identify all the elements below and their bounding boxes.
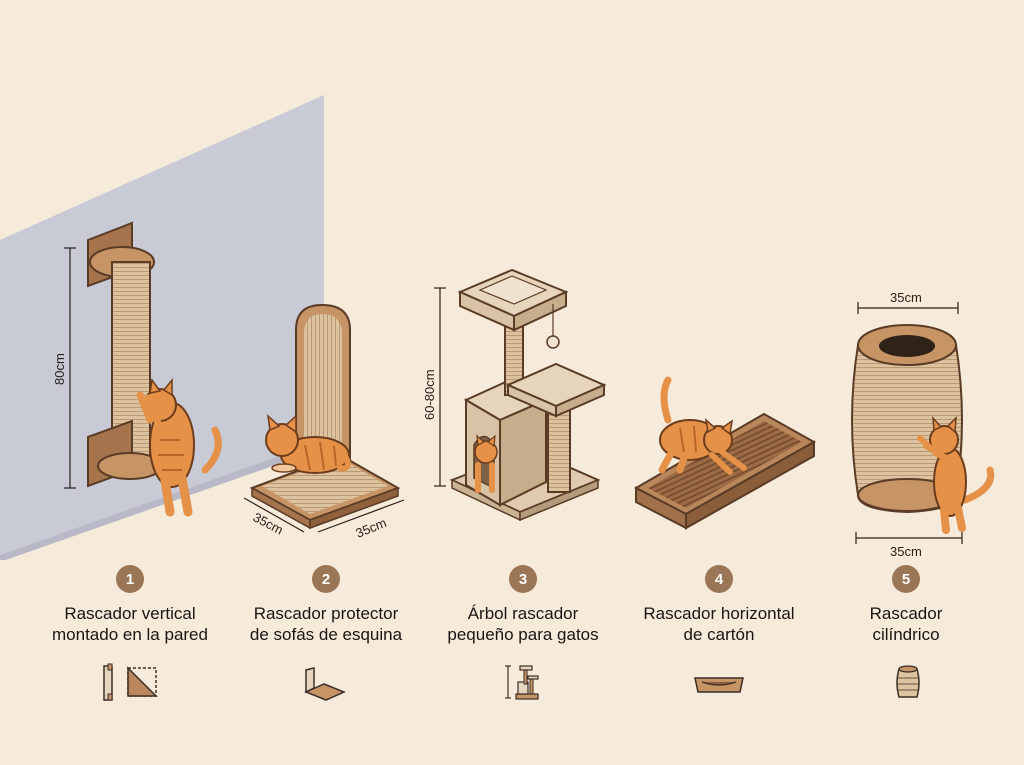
- dim-tree-height-label: 60-80cm: [422, 369, 437, 420]
- label-item-5: Rascador cilíndrico: [811, 603, 1001, 645]
- corner-scratcher: [249, 303, 401, 530]
- cat-in-house: [474, 434, 498, 493]
- floor-shadow: [0, 440, 324, 560]
- wall-scratcher: [87, 221, 163, 488]
- dim-tree-height: 60-80cm: [422, 287, 446, 487]
- label-item-5-line1: Rascador: [869, 604, 943, 623]
- dim-corner-width-label: 35cm: [251, 509, 286, 537]
- badge-5: 5: [892, 565, 920, 593]
- dim-cylinder-bottom-label: 35cm: [890, 544, 922, 559]
- dim-cylinder-top-label: 35cm: [890, 290, 922, 305]
- dim-corner-depth-label: 35cm: [354, 515, 389, 541]
- label-item-2-line1: Rascador protector: [253, 604, 399, 623]
- dim-cylinder: 35cm 35cm: [855, 290, 963, 559]
- badge-4: 4: [705, 565, 733, 593]
- cat-tree: [449, 268, 607, 522]
- label-item-2: Rascador protector de sofás de esquina: [231, 603, 421, 645]
- wall-mount-icon: [103, 663, 158, 701]
- label-item-1-line2: montado en la pared: [52, 625, 208, 644]
- dim-wall-height-label: 80cm: [52, 353, 67, 385]
- label-item-3: Árbol rascador pequeño para gatos: [428, 603, 618, 645]
- label-item-3-line1: Árbol rascador: [467, 604, 579, 623]
- corner-protector-icon: [304, 667, 346, 701]
- cat-tree-icon: [505, 665, 539, 700]
- label-item-5-line2: cilíndrico: [872, 625, 940, 644]
- barrel-icon: [896, 665, 920, 698]
- cylinder-scratcher: [851, 324, 963, 514]
- cat-lying-corner: [265, 414, 351, 474]
- illustration-stage: 80cm 35cm 35cm: [0, 95, 995, 560]
- label-item-4: Rascador horizontal de cartón: [624, 603, 814, 645]
- cat-stretching: [658, 376, 747, 475]
- label-item-1-line1: Rascador vertical: [64, 604, 196, 623]
- cat-climbing-wall: [136, 377, 222, 517]
- cat-scratching-cylinder: [917, 415, 995, 534]
- label-item-4-line1: Rascador horizontal: [643, 604, 795, 623]
- badge-1: 1: [116, 565, 144, 593]
- dim-wall-height: 80cm: [52, 247, 76, 489]
- badge-2: 2: [312, 565, 340, 593]
- cardboard-tray-icon: [694, 677, 744, 693]
- label-item-2-line2: de sofás de esquina: [249, 625, 403, 644]
- label-item-1: Rascador vertical montado en la pared: [35, 603, 225, 645]
- label-item-3-line2: pequeño para gatos: [447, 625, 599, 644]
- label-item-4-line2: de cartón: [683, 625, 755, 644]
- wall: [0, 95, 324, 555]
- badge-3: 3: [509, 565, 537, 593]
